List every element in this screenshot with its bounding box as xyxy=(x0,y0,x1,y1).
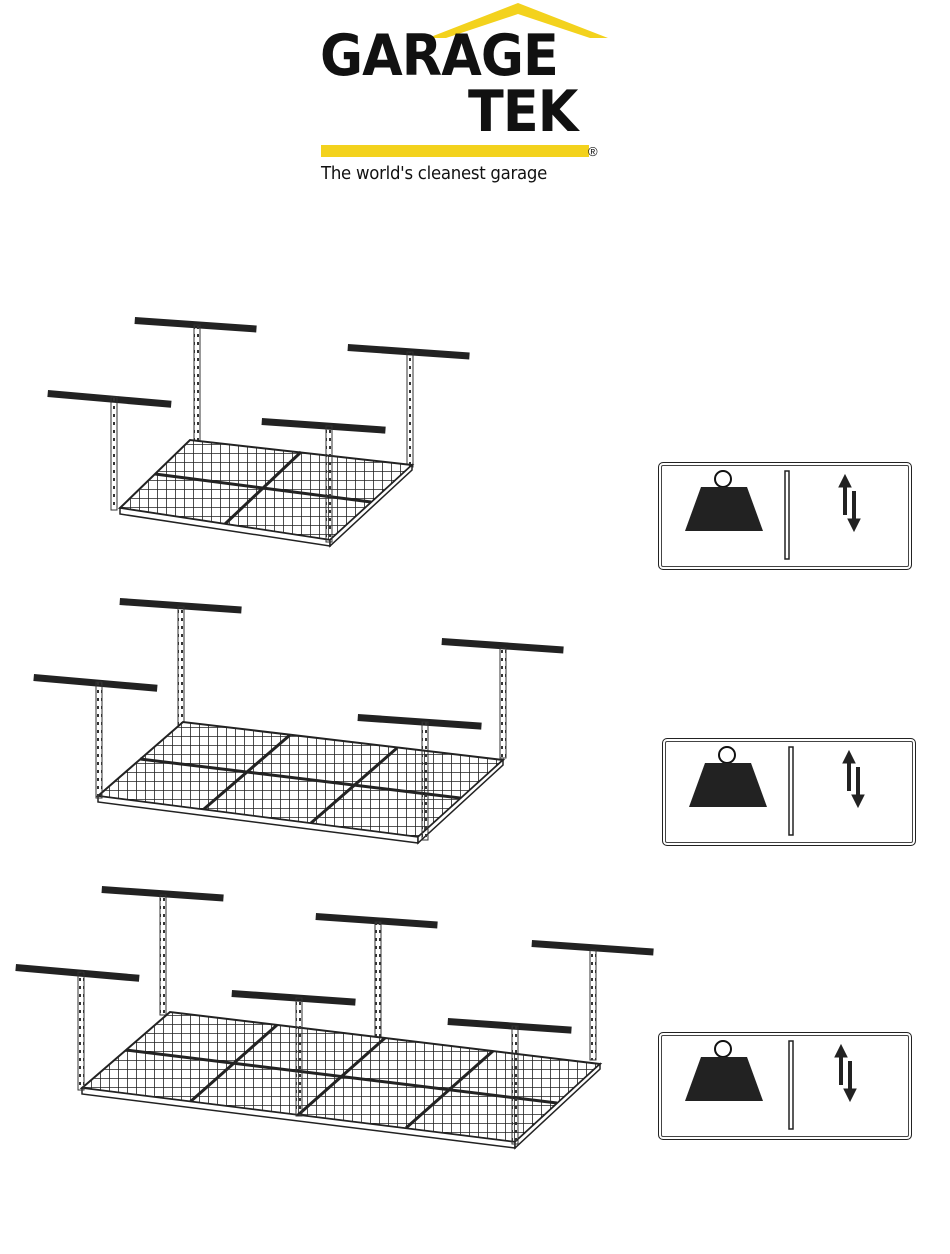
rack-illustration-4x2 xyxy=(10,880,660,1150)
rack-illustration-2x2 xyxy=(40,300,480,560)
up-down-arrows-icon xyxy=(835,1045,856,1101)
rack-illustration-3x2 xyxy=(28,592,573,852)
rack-label-3x2 xyxy=(662,738,916,846)
weight-ring xyxy=(719,747,735,763)
weight-ring xyxy=(715,471,731,487)
weight-ring xyxy=(715,1041,731,1057)
rack-label-4x2 xyxy=(658,1032,912,1140)
weight-icon xyxy=(685,1057,763,1101)
logo-tagline: The world's cleanest garage xyxy=(321,163,547,184)
logo-word-garage: GARAGE xyxy=(320,28,558,85)
weight-icon xyxy=(689,763,767,807)
garagetek-logo: GARAGE TEK ® The world's cleanest garage xyxy=(318,0,608,190)
up-down-arrows-icon xyxy=(839,475,860,531)
weight-icon xyxy=(685,487,763,531)
rack-label-2x2 xyxy=(658,462,912,570)
registered-mark: ® xyxy=(588,144,598,159)
up-down-arrows-icon xyxy=(843,751,864,807)
logo-word-tek: TEK xyxy=(468,84,577,141)
logo-underline-bar xyxy=(321,145,589,157)
